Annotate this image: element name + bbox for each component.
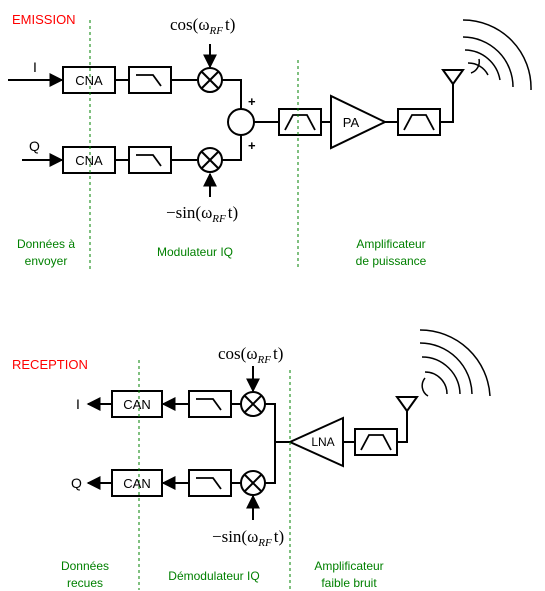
zone-amplifier-line2: de puissance: [356, 254, 427, 268]
lowpass-filter-icon: [188, 390, 232, 418]
antenna-icon: [395, 396, 419, 413]
lowpass-filter-icon: [128, 146, 172, 174]
rx-zone-demodulator: Démodulateur IQ: [168, 569, 259, 583]
adc-i-label: CAN: [123, 397, 150, 412]
emission-section: [8, 19, 532, 197]
bandpass-filter-icon: [354, 428, 398, 456]
mixer-icon: [240, 470, 266, 496]
pa-label: PA: [343, 115, 360, 130]
rx-zone-amplifier-line2: faible bruit: [321, 576, 377, 590]
lowpass-filter-icon: [128, 66, 172, 94]
lowpass-filter-icon: [188, 469, 232, 497]
adc-i-block: [111, 390, 163, 418]
output-q-label: Q: [71, 475, 82, 491]
summer-icon: [227, 108, 255, 136]
zone-amplifier-line1: Amplificateur: [356, 237, 425, 251]
bandpass-filter-icon: [397, 108, 441, 136]
radio-waves-icon: [419, 329, 491, 397]
dac-i-label: CNA: [75, 73, 103, 88]
dac-q-label: CNA: [75, 153, 103, 168]
reception-section: [86, 329, 491, 520]
mixer-icon: [240, 391, 266, 417]
reception-dividers: [138, 360, 291, 590]
rx-zone-data-line1: Données: [61, 559, 109, 573]
mixer-icon: [197, 67, 223, 93]
dac-q-block: [62, 146, 116, 174]
rx-zone-data-line2: recues: [67, 576, 103, 590]
adc-q-label: CAN: [123, 476, 150, 491]
plus-top: +: [248, 94, 256, 109]
input-q-label: Q: [29, 138, 40, 154]
lna-label: LNA: [311, 435, 334, 449]
power-amplifier-block: [330, 94, 388, 150]
low-noise-amplifier-block: [287, 416, 344, 468]
bandpass-filter-icon: [278, 108, 322, 136]
reception-title: RECEPTION: [12, 357, 88, 372]
antenna-icon: [441, 69, 465, 86]
plus-bottom: +: [248, 138, 256, 153]
emission-dividers: [89, 20, 299, 270]
zone-modulator: Modulateur IQ: [157, 245, 233, 259]
zone-data-line1: Données à: [17, 237, 75, 251]
rx-zone-amplifier-line1: Amplificateur: [314, 559, 383, 573]
zone-data-line2: envoyer: [25, 254, 68, 268]
radio-waves-icon: [462, 19, 532, 91]
input-i-label: I: [33, 59, 37, 75]
mixer-icon: [197, 147, 223, 173]
output-i-label: I: [76, 396, 80, 412]
emission-title: EMISSION: [12, 12, 76, 27]
